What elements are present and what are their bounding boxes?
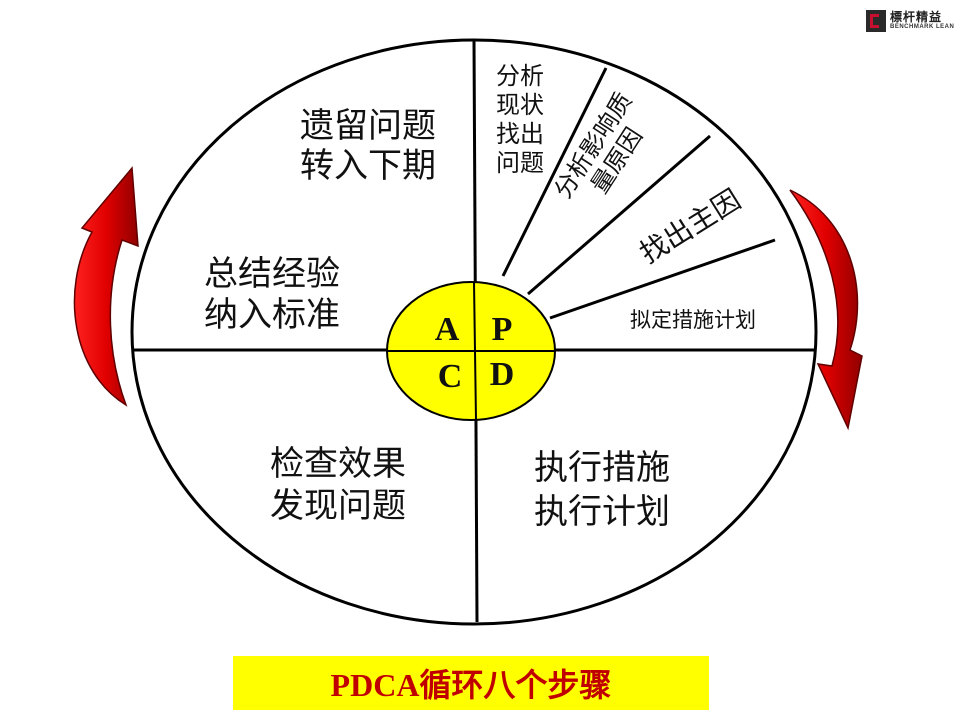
diagram-title: PDCA循环八个步骤 [330, 667, 612, 703]
act-bottom-line-2: 纳入标准 [204, 295, 340, 335]
check-line-1: 检查效果 [270, 444, 406, 484]
center-label-p: P [492, 311, 513, 348]
plan-divider-2 [527, 134, 711, 296]
plan-divider-1 [501, 67, 608, 277]
do-line-2: 执行计划 [534, 492, 670, 532]
plan-step1-line-2: 现状 [496, 91, 544, 119]
left-cycle-arrow-icon [73, 166, 139, 407]
plan-step4-text: 拟定措施计划 [630, 308, 756, 332]
center-label-a: A [435, 311, 460, 348]
center-v-line [473, 281, 477, 421]
plan-divider-3 [549, 238, 776, 320]
brand-logo: 標杆精益 BENCHMARK LEAN [866, 8, 955, 38]
check-line-2: 发现问题 [270, 486, 406, 526]
plan-step1-line-4: 问题 [496, 149, 544, 177]
right-cycle-arrow-icon [789, 189, 863, 431]
act-bottom-line-1: 总结经验 [204, 254, 340, 294]
act-top-line-1: 遗留问题 [300, 106, 436, 146]
do-line-1: 执行措施 [534, 448, 670, 488]
plan-step1-line-1: 分析 [496, 62, 544, 90]
title-banner: PDCA循环八个步骤 [233, 656, 709, 710]
act-top-line-2: 转入下期 [300, 146, 436, 186]
center-label-c: C [438, 358, 463, 395]
plan-step1-line-3: 找出 [496, 120, 544, 148]
logo-mark-icon [866, 10, 886, 32]
logo-name-en: BENCHMARK LEAN [890, 24, 955, 30]
center-label-d: D [490, 356, 515, 393]
logo-name-cn: 標杆精益 [890, 10, 943, 24]
